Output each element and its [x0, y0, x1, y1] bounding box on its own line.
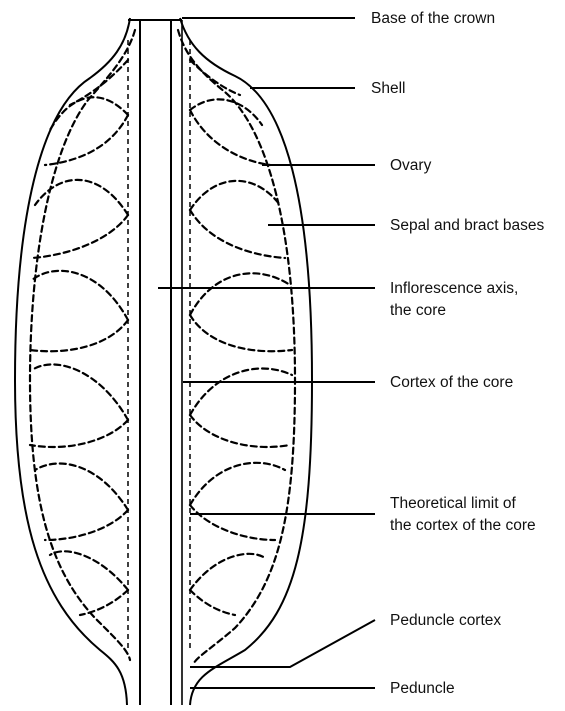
label-peduncle: Peduncle	[390, 680, 455, 697]
label-base-of-crown: Base of the crown	[371, 10, 495, 27]
label-shell: Shell	[371, 80, 405, 97]
label-theoretical-limit-line2: the cortex of the core	[390, 517, 536, 534]
shell-outline	[15, 18, 312, 705]
label-cortex-of-core: Cortex of the core	[390, 374, 513, 391]
label-theoretical-limit-line1: Theoretical limit of	[390, 495, 516, 512]
fruitlets-right	[190, 60, 292, 615]
label-peduncle-cortex: Peduncle cortex	[390, 612, 501, 629]
leader-peduncle-cortex	[190, 620, 375, 667]
label-sepal-bract-bases: Sepal and bract bases	[390, 217, 544, 234]
inner-dashed-outline	[30, 30, 295, 665]
label-inflorescence-axis-line2: the core	[390, 302, 446, 319]
label-inflorescence-axis-line1: Inflorescence axis,	[390, 280, 518, 297]
label-ovary: Ovary	[390, 157, 432, 174]
